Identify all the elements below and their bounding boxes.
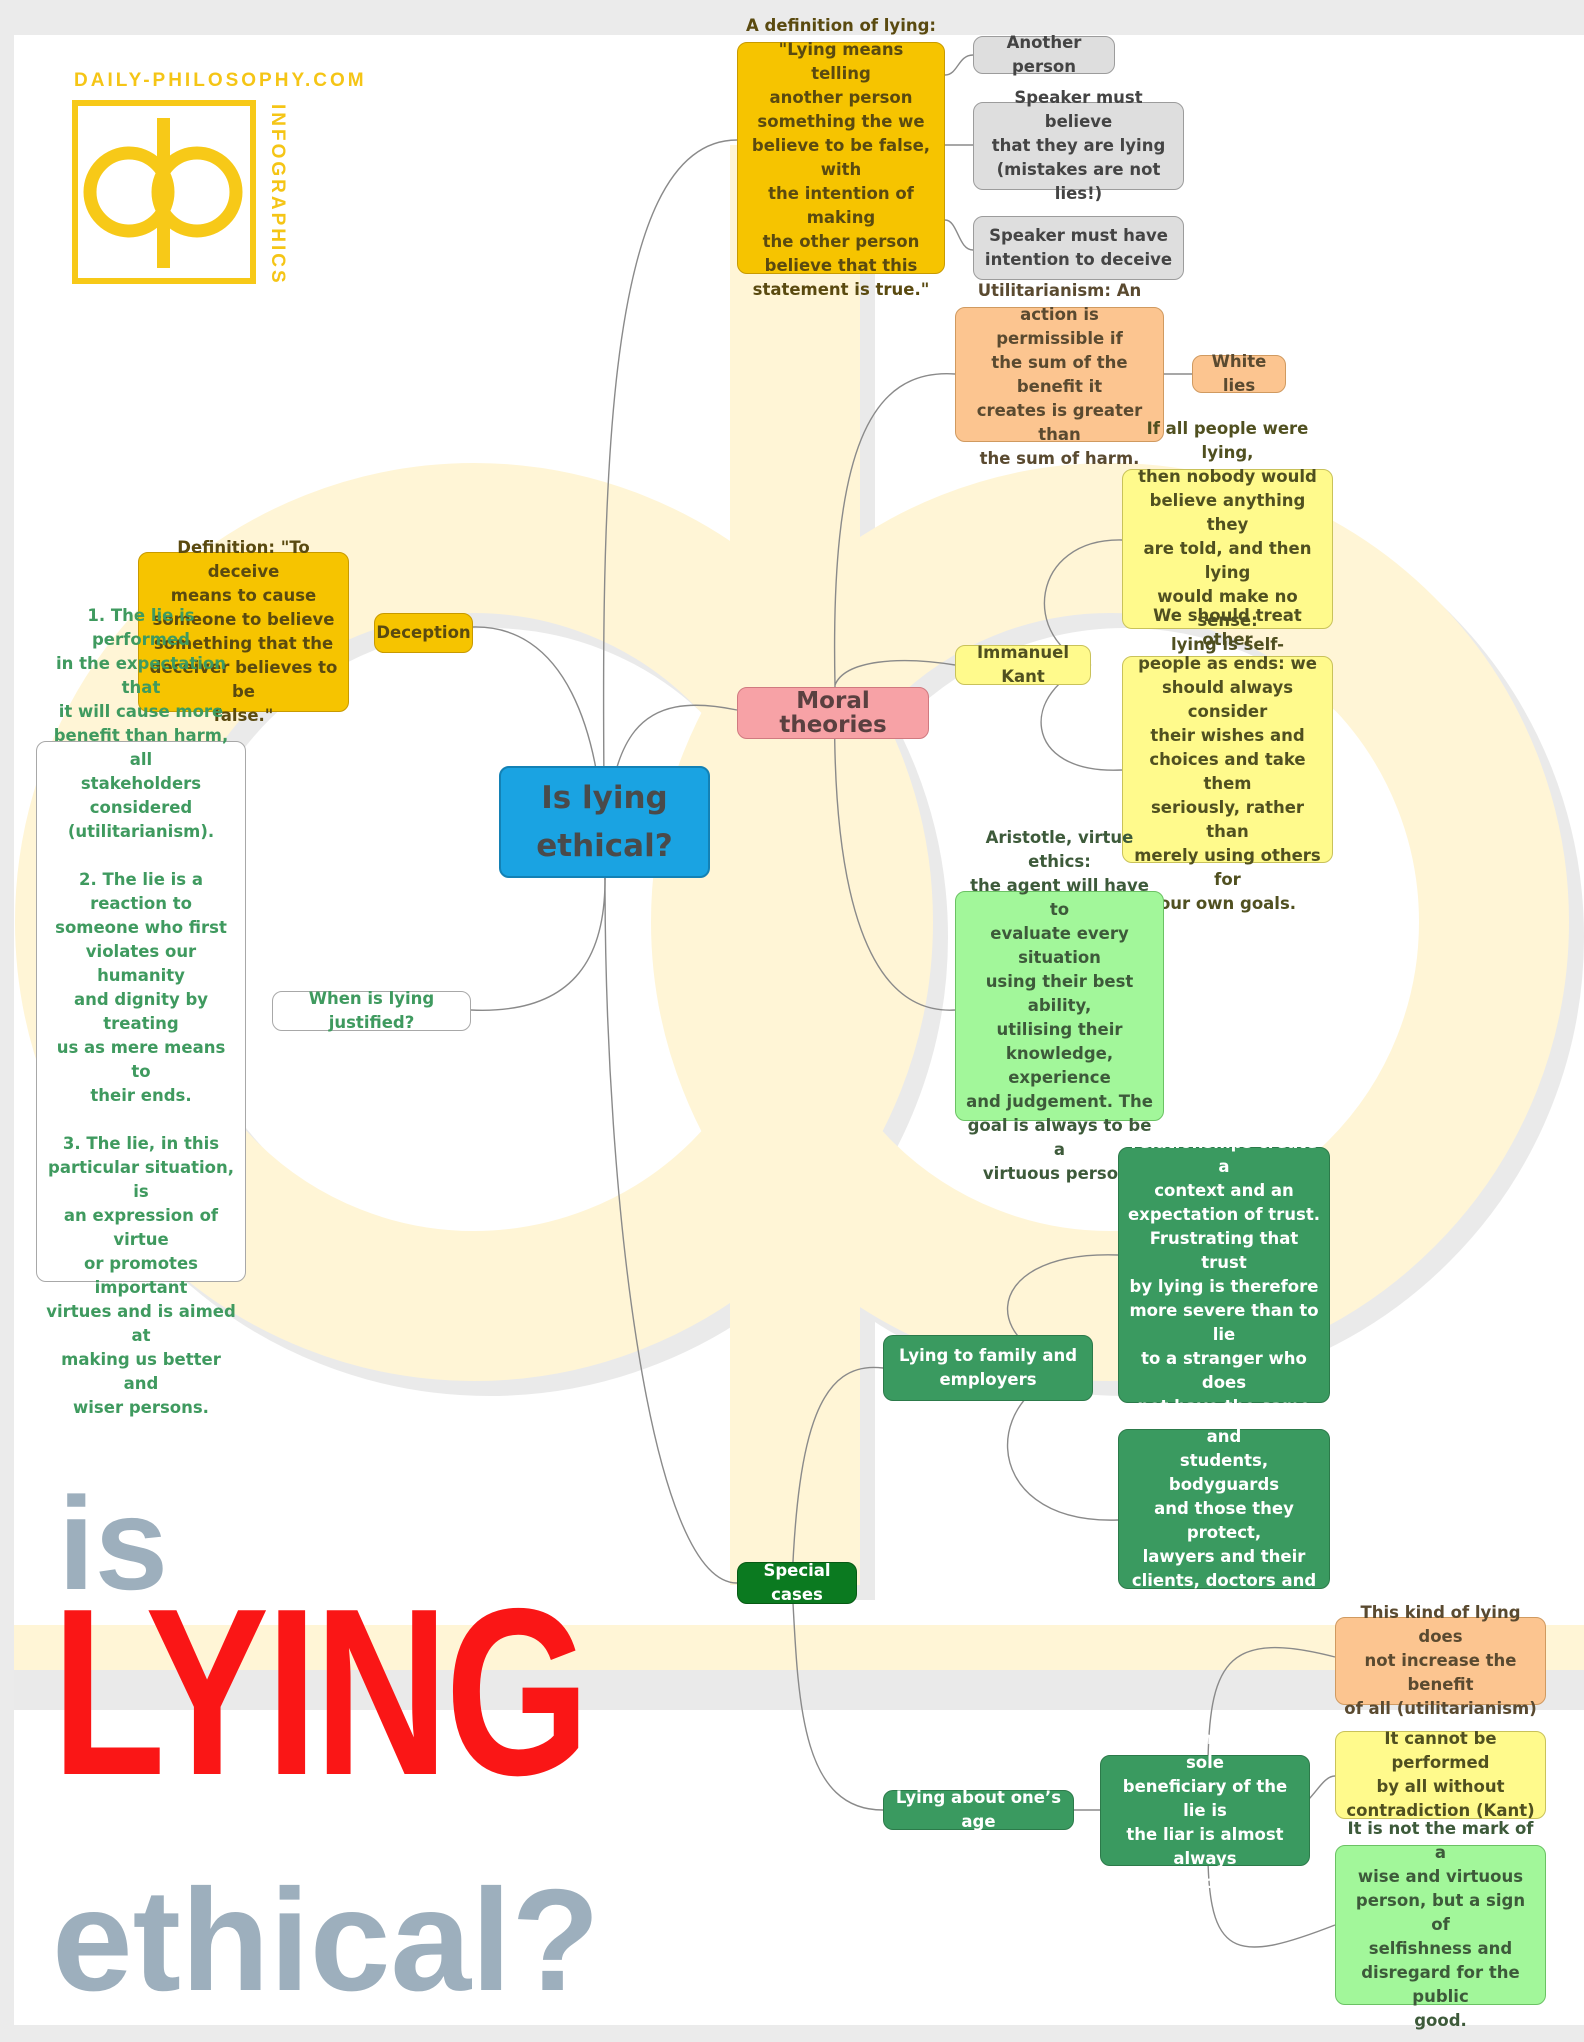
connector-special-age (791, 1582, 884, 1811)
connector-moral-kant (834, 659, 956, 686)
node-kant-ends[interactable]: We should treat other people as ends: we… (1122, 606, 1333, 913)
connector-center-definition (602, 139, 738, 881)
node-sole-utilitarianism[interactable]: This kind of lying does not increase the… (1335, 1603, 1546, 1718)
node-kant[interactable]: Immanuel Kant (955, 643, 1091, 686)
connector-sole-util (1207, 1646, 1336, 1761)
phi-icon (83, 118, 243, 268)
connector-sole-virtue (1207, 1859, 1336, 1948)
node-utilitarianism[interactable]: Utilitarianism: An action is permissible… (955, 281, 1164, 468)
connector-center-special (604, 879, 738, 1584)
node-family-trust[interactable]: Some special relationships create a cont… (1118, 1109, 1330, 1440)
connector-def-intention (944, 219, 974, 251)
node-speaker-intention[interactable]: Speaker must have intention to deceive (973, 216, 1184, 280)
node-white-lies[interactable]: White lies (1192, 352, 1286, 395)
title-ethical: ethical? (52, 1859, 600, 2021)
title-is: is (58, 1470, 169, 1617)
node-sole-virtue[interactable]: It is not the mark of a wise and virtuou… (1335, 1819, 1546, 2030)
node-aristotle[interactable]: Aristotle, virtue ethics: the agent will… (955, 828, 1164, 1183)
title-lying: LYING (52, 1560, 590, 1825)
node-sole-beneficiary[interactable]: Lying where the sole beneficiary of the … (1100, 1729, 1310, 1892)
node-sole-kant[interactable]: It cannot be performed by all without co… (1335, 1729, 1546, 1820)
node-definition[interactable]: A definition of lying: "Lying means tell… (737, 16, 945, 299)
connector-moral-aristotle (833, 684, 956, 1011)
node-justified-list[interactable]: 1. The lie is performed in the expectati… (36, 606, 246, 1417)
connector-moral-util (833, 373, 956, 686)
connector-center-justified (470, 879, 606, 1011)
node-moral-theories[interactable]: Moral theories (737, 687, 929, 739)
node-when-justified[interactable]: When is lying justified? (272, 989, 471, 1032)
node-deception-definition[interactable]: Definition: "To deceive means to cause s… (138, 538, 349, 725)
connector-special-family (791, 1366, 884, 1584)
node-special-cases[interactable]: Special cases (737, 1561, 857, 1604)
node-another-person[interactable]: Another person (973, 33, 1115, 76)
logo-side-text: INFOGRAPHICS (267, 104, 288, 286)
connector-def-another (944, 54, 974, 76)
node-family-same[interactable]: Same for teachers and students, bodyguar… (1118, 1403, 1330, 1614)
node-speaker-believe[interactable]: Speaker must believe that they are lying… (973, 88, 1184, 203)
node-deception[interactable]: Deception (374, 613, 473, 653)
node-lying-family[interactable]: Lying to family and employers (883, 1335, 1093, 1401)
connector-sole-kant (1307, 1775, 1336, 1801)
logo-box (72, 100, 256, 284)
node-lying-age[interactable]: Lying about one’s age (883, 1788, 1074, 1831)
logo-site-text: DAILY-PHILOSOPHY.COM (74, 70, 367, 91)
node-central-question[interactable]: Is lying ethical? (499, 766, 710, 878)
